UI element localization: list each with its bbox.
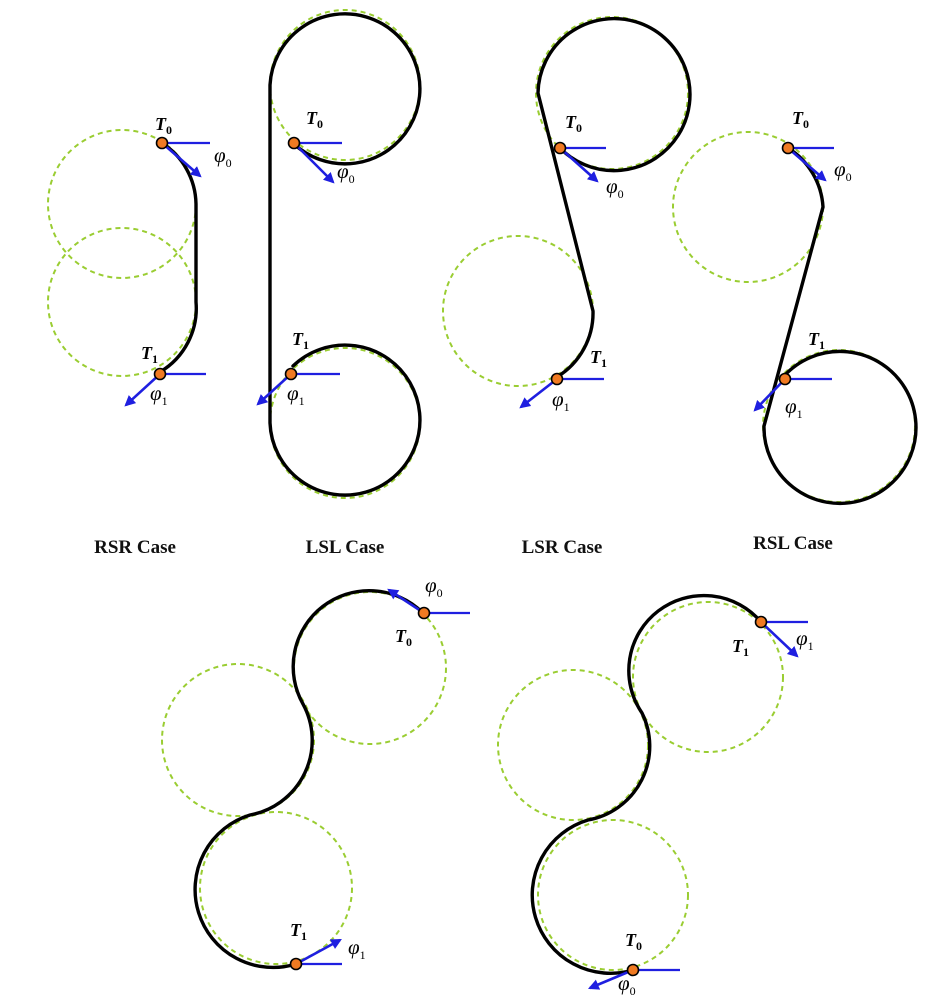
- rlr-end-label: T1: [732, 636, 749, 659]
- rlr-start-label: T0: [625, 930, 642, 953]
- lrl-path: [193, 588, 424, 970]
- rsr-start-heading-arrow: [161, 142, 202, 178]
- rsr-end-heading-arrow: [124, 373, 161, 407]
- rsl-start-label: T0: [792, 108, 809, 131]
- rsr-path: [158, 141, 198, 374]
- rlr-start-heading-label: φ0: [618, 971, 636, 996]
- lsl-end-waypoint: [284, 367, 298, 381]
- rsl-start-waypoint: [781, 141, 795, 155]
- rsl-start-heading-label: φ0: [834, 157, 852, 184]
- rsl-end-waypoint: [778, 372, 792, 386]
- lrl-start-heading-label: φ0: [425, 573, 443, 600]
- lsr-start-heading-label: φ0: [606, 174, 624, 201]
- rsr-case-label: RSR Case: [94, 537, 176, 558]
- rsl-path: [762, 146, 918, 506]
- lsr-end-heading-label: φ1: [552, 387, 570, 414]
- rlr-bottom-turning-circle: [537, 819, 689, 971]
- lsr-end-waypoint: [550, 372, 564, 386]
- lrl-bottom-turning-circle: [199, 811, 353, 965]
- rsr-start-label: T0: [155, 114, 172, 137]
- lsl-end-heading-arrow: [256, 373, 292, 406]
- lsl-start-heading-arrow: [293, 142, 335, 184]
- rsr-end-heading-label: φ1: [150, 381, 168, 408]
- lsr-end-heading-arrow: [519, 377, 558, 409]
- lsr-start-heading-arrow: [559, 147, 599, 183]
- rsr-end-label: T1: [141, 343, 158, 366]
- rsl-end-label: T1: [808, 329, 825, 352]
- lsr-case-panel: T0 φ0 T1 φ1 LSR Case: [442, 16, 692, 558]
- rsl-case-label: RSL Case: [753, 533, 833, 554]
- lrl-end-heading-label: φ1: [348, 935, 366, 962]
- rsl-end-heading-label: φ1: [785, 394, 803, 421]
- rsl-start-heading-arrow: [787, 147, 827, 182]
- rsl-case-panel: T0 φ0 T1 φ1 RSL Case: [672, 108, 918, 554]
- rsr-case-panel: T0 φ0 T1 φ1 RSR Case: [47, 114, 232, 558]
- lsr-end-label: T1: [590, 347, 607, 370]
- lsr-case-label: LSR Case: [522, 537, 603, 558]
- lrl-end-label: T1: [290, 920, 307, 943]
- rsl-end-heading-arrow: [753, 378, 786, 412]
- lsl-start-label: T0: [306, 108, 323, 131]
- lsl-start-heading-label: φ0: [337, 159, 355, 186]
- lsl-path: [268, 12, 422, 497]
- rsl-start-turning-circle: [672, 131, 824, 283]
- rlr-middle-turning-circle: [497, 669, 649, 821]
- lrl-middle-turning-circle: [161, 663, 315, 817]
- lrl-start-label: T0: [395, 626, 412, 649]
- rsr-start-heading-label: φ0: [214, 143, 232, 170]
- lsr-path: [536, 16, 692, 379]
- lrl-end-waypoint: [289, 957, 303, 971]
- lrl-start-waypoint: [417, 606, 431, 620]
- lsl-start-waypoint: [287, 136, 301, 150]
- rlr-top-turning-circle: [632, 601, 784, 753]
- rlr-path: [530, 593, 763, 975]
- rsr-end-waypoint: [153, 367, 167, 381]
- rlr-end-waypoint: [754, 615, 768, 629]
- lsl-end-label: T1: [292, 329, 309, 352]
- lsr-start-label: T0: [565, 112, 582, 135]
- rsr-end-turning-circle: [47, 227, 197, 377]
- lsr-start-waypoint: [553, 141, 567, 155]
- lsl-case-label: LSL Case: [306, 537, 385, 558]
- rlr-start-heading-arrow: [587, 968, 634, 990]
- lsl-end-heading-label: φ1: [287, 381, 305, 408]
- rlr-end-heading-arrow: [760, 621, 799, 658]
- rlr-start-waypoint: [626, 963, 640, 977]
- rlr-end-heading-label: φ1: [796, 626, 814, 653]
- lsl-case-panel: T0 φ0 T1 φ1 LSL Case: [256, 9, 422, 558]
- lrl-start-heading-arrow: [387, 588, 425, 615]
- lrl-end-heading-arrow: [295, 938, 342, 966]
- rsr-start-waypoint: [155, 136, 169, 150]
- lrl-case-panel: φ0 T0 T1 φ1: [161, 573, 470, 971]
- rlr-case-panel: T0 φ0 T1 φ1: [497, 593, 814, 996]
- lsr-end-turning-circle: [442, 235, 594, 387]
